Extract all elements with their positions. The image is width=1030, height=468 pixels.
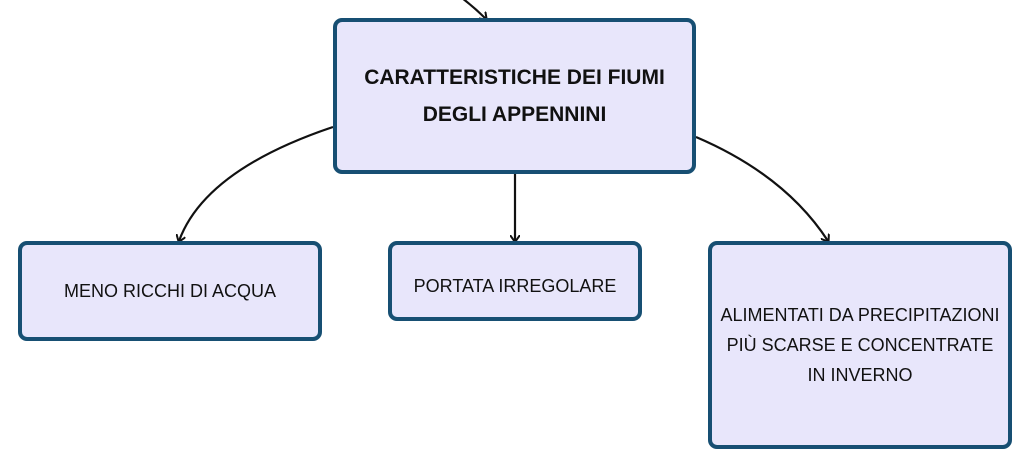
connector-root-to-child-1 [179,125,334,241]
child-node-alimentati[interactable]: ALIMENTATI DA PRECIPITAZIONI PIÙ SCARSE … [708,241,1012,449]
child-node-label: MENO RICCHI DI ACQUA [63,281,277,301]
connector-incoming-arrow [462,0,486,19]
child-node-meno-ricchi[interactable]: MENO RICCHI DI ACQUA [18,241,322,341]
child-node-portata[interactable]: PORTATA IRREGOLARE [388,241,642,321]
connector-root-to-child-3 [695,135,828,241]
root-node[interactable]: CARATTERISTICHE DEI FIUMI DEGLI APPENNIN… [333,18,696,174]
child-node-label: ALIMENTATI DA PRECIPITAZIONI PIÙ SCARSE … [720,305,1000,385]
child-node-label: PORTATA IRREGOLARE [413,276,617,296]
root-node-label: CARATTERISTICHE DEI FIUMI DEGLI APPENNIN… [364,66,665,126]
